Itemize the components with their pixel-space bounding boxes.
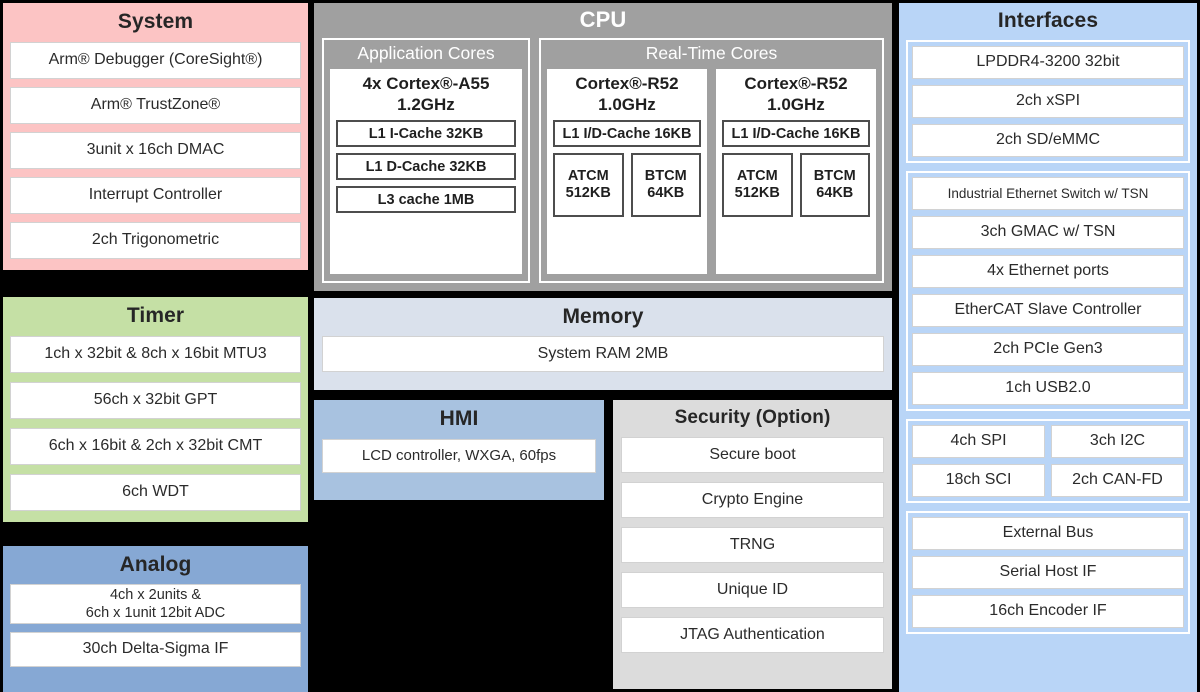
hmi-item-lcd-controller: LCD controller, WXGA, 60fps [322, 439, 596, 473]
core-card-r52-0: Cortex®-R52 1.0GHz L1 I/D-Cache 16KB ATC… [547, 69, 707, 274]
security-item-secure-boot: Secure boot [621, 437, 884, 473]
block-system-title: System [117, 10, 194, 33]
cpu-core-groups: Application Cores 4x Cortex®-A55 1.2GHz … [322, 38, 884, 283]
core-r52-1-atcm: ATCM 512KB [722, 153, 793, 217]
core-r52-0-btcm: BTCM 64KB [630, 153, 701, 217]
cache-l1-dcache: L1 D-Cache 32KB [336, 153, 516, 180]
security-item-trng: TRNG [621, 527, 884, 563]
block-analog-title: Analog [119, 553, 192, 576]
interfaces-group-network: Industrial Ethernet Switch w/ TSN 3ch GM… [906, 171, 1190, 411]
core-r52-1-cache: L1 I/D-Cache 16KB [722, 120, 870, 147]
block-memory: Memory System RAM 2MB [314, 298, 892, 390]
interfaces-item-serial-host-if: Serial Host IF [912, 556, 1184, 589]
block-timer-title: Timer [126, 304, 185, 327]
interfaces-item-sci: 18ch SCI [912, 464, 1045, 497]
core-r52-0-btcm-line1: BTCM [644, 167, 687, 184]
core-card-r52-1: Cortex®-R52 1.0GHz L1 I/D-Cache 16KB ATC… [716, 69, 876, 274]
block-cpu: CPU Application Cores 4x Cortex®-A55 1.2… [314, 3, 892, 291]
interfaces-item-can-fd: 2ch CAN-FD [1051, 464, 1184, 497]
interfaces-item-xspi: 2ch xSPI [912, 85, 1184, 118]
core-r52-1-name: Cortex®-R52 1.0GHz [722, 73, 870, 115]
cache-l1-icache: L1 I-Cache 32KB [336, 120, 516, 147]
core-r52-0-name-line2: 1.0GHz [598, 95, 656, 114]
interfaces-item-industrial-ethernet-switch: Industrial Ethernet Switch w/ TSN [912, 177, 1184, 210]
core-r52-0-tcm-row: ATCM 512KB BTCM 64KB [553, 153, 701, 217]
block-system: System Arm® Debugger (CoreSight®) Arm® T… [3, 3, 308, 270]
core-r52-0-atcm-line1: ATCM [567, 167, 609, 184]
core-r52-0-name-line1: Cortex®-R52 [575, 74, 679, 93]
interfaces-item-i2c: 3ch I2C [1051, 425, 1184, 458]
cache-l3: L3 cache 1MB [336, 186, 516, 213]
core-r52-1-atcm-line1: ATCM [736, 167, 778, 184]
block-hmi: HMI LCD controller, WXGA, 60fps [314, 400, 604, 500]
realtime-cores-group: Real-Time Cores Cortex®-R52 1.0GHz L1 I/… [539, 38, 884, 283]
realtime-cores-title: Real-Time Cores [645, 43, 778, 63]
core-r52-1-btcm-line1: BTCM [813, 167, 856, 184]
system-item-trigonometric: 2ch Trigonometric [10, 222, 301, 259]
block-hmi-title: HMI [439, 407, 479, 430]
system-item-debugger: Arm® Debugger (CoreSight®) [10, 42, 301, 79]
analog-adc-line2: 6ch x 1unit 12bit ADC [85, 605, 226, 621]
system-item-interrupt-controller: Interrupt Controller [10, 177, 301, 214]
block-timer: Timer 1ch x 32bit & 8ch x 16bit MTU3 56c… [3, 297, 308, 522]
core-r52-0-name: Cortex®-R52 1.0GHz [553, 73, 701, 115]
core-r52-0-cache: L1 I/D-Cache 16KB [553, 120, 701, 147]
core-a55-name: 4x Cortex®-A55 1.2GHz [336, 73, 516, 115]
block-cpu-title: CPU [579, 7, 627, 32]
core-r52-1-name-line2: 1.0GHz [767, 95, 825, 114]
core-r52-1-atcm-line2: 512KB [734, 185, 780, 201]
block-interfaces: Interfaces LPDDR4-3200 32bit 2ch xSPI 2c… [899, 3, 1197, 692]
interfaces-group-memory: LPDDR4-3200 32bit 2ch xSPI 2ch SD/eMMC [906, 40, 1190, 163]
analog-item-delta-sigma: 30ch Delta-Sigma IF [10, 632, 301, 667]
analog-adc-line1: 4ch x 2units & [109, 586, 202, 603]
block-interfaces-title: Interfaces [997, 9, 1099, 32]
timer-item-mtu3: 1ch x 32bit & 8ch x 16bit MTU3 [10, 336, 301, 373]
core-r52-0-atcm-line2: 512KB [565, 185, 611, 201]
core-r52-1-name-line1: Cortex®-R52 [744, 74, 848, 93]
application-core-cards: 4x Cortex®-A55 1.2GHz L1 I-Cache 32KB L1… [330, 69, 522, 274]
application-cores-title: Application Cores [357, 43, 495, 63]
core-r52-1-tcm-row: ATCM 512KB BTCM 64KB [722, 153, 870, 217]
core-a55-name-line2: 1.2GHz [397, 95, 455, 114]
application-cores-group: Application Cores 4x Cortex®-A55 1.2GHz … [322, 38, 530, 283]
interfaces-item-pcie: 2ch PCIe Gen3 [912, 333, 1184, 366]
interfaces-item-encoder-if: 16ch Encoder IF [912, 595, 1184, 628]
memory-item-system-ram: System RAM 2MB [322, 336, 884, 372]
interfaces-item-spi: 4ch SPI [912, 425, 1045, 458]
core-r52-0-atcm: ATCM 512KB [553, 153, 624, 217]
interfaces-item-ethercat: EtherCAT Slave Controller [912, 294, 1184, 327]
system-item-trustzone: Arm® TrustZone® [10, 87, 301, 124]
realtime-core-cards: Cortex®-R52 1.0GHz L1 I/D-Cache 16KB ATC… [547, 69, 876, 274]
interfaces-item-external-bus: External Bus [912, 517, 1184, 550]
interfaces-group-bus: External Bus Serial Host IF 16ch Encoder… [906, 511, 1190, 634]
core-r52-0-btcm-line2: 64KB [647, 185, 685, 201]
timer-item-gpt: 56ch x 32bit GPT [10, 382, 301, 419]
interfaces-serial-row-1: 4ch SPI 3ch I2C [912, 425, 1184, 458]
system-item-dmac: 3unit x 16ch DMAC [10, 132, 301, 169]
interfaces-item-sd-emmc: 2ch SD/eMMC [912, 124, 1184, 157]
core-r52-1-btcm: BTCM 64KB [799, 153, 870, 217]
interfaces-item-lpddr4: LPDDR4-3200 32bit [912, 46, 1184, 79]
core-r52-1-btcm-line2: 64KB [816, 185, 854, 201]
block-memory-title: Memory [562, 305, 644, 328]
block-security: Security (Option) Secure boot Crypto Eng… [613, 400, 892, 689]
interfaces-item-usb: 1ch USB2.0 [912, 372, 1184, 405]
interfaces-group-serial: 4ch SPI 3ch I2C 18ch SCI 2ch CAN-FD [906, 419, 1190, 503]
security-item-jtag-authentication: JTAG Authentication [621, 617, 884, 653]
security-item-unique-id: Unique ID [621, 572, 884, 608]
security-item-crypto-engine: Crypto Engine [621, 482, 884, 518]
interfaces-item-gmac: 3ch GMAC w/ TSN [912, 216, 1184, 249]
core-card-a55: 4x Cortex®-A55 1.2GHz L1 I-Cache 32KB L1… [330, 69, 522, 274]
timer-item-cmt: 6ch x 16bit & 2ch x 32bit CMT [10, 428, 301, 465]
analog-item-adc: 4ch x 2units & 6ch x 1unit 12bit ADC [10, 584, 301, 624]
core-a55-name-line1: 4x Cortex®-A55 [362, 74, 490, 93]
block-security-title: Security (Option) [674, 407, 831, 428]
interfaces-serial-row-2: 18ch SCI 2ch CAN-FD [912, 464, 1184, 497]
interfaces-item-ethernet-ports: 4x Ethernet ports [912, 255, 1184, 288]
timer-item-wdt: 6ch WDT [10, 474, 301, 511]
block-analog: Analog 4ch x 2units & 6ch x 1unit 12bit … [3, 546, 308, 692]
